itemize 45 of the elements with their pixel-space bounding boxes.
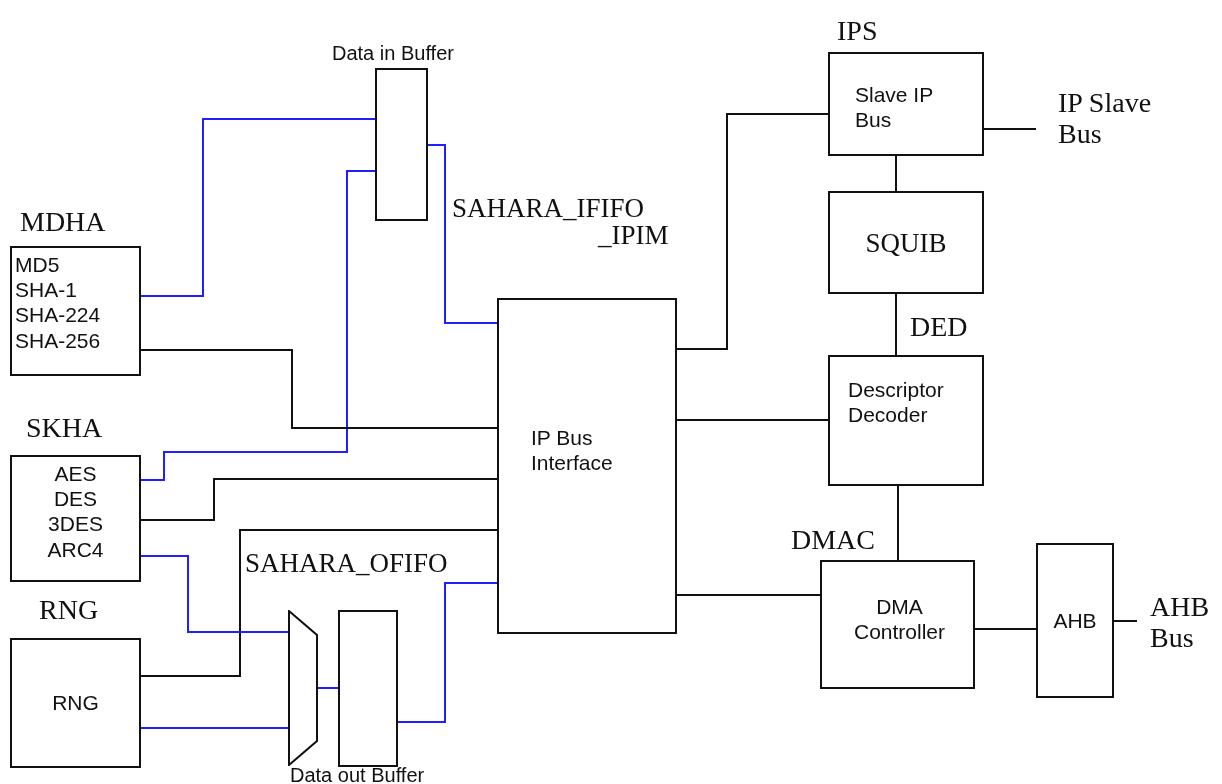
signal-label: SAHARA_OFIFO (245, 550, 448, 577)
block-text: IP Bus Interface (531, 425, 614, 476)
block-text: AES DES 3DES ARC4 (46, 461, 105, 562)
connector-line (140, 170, 376, 481)
connector-line (397, 582, 498, 723)
block-title: Data out Buffer (290, 765, 425, 784)
connector-line (140, 555, 289, 633)
block-heading: DED (910, 313, 968, 341)
block-text: SQUIB (864, 226, 948, 259)
connector-line (140, 349, 498, 429)
block-heading: MDHA (20, 208, 106, 236)
block-box (497, 298, 677, 634)
connector-line (974, 628, 1037, 630)
block-heading: DMAC (791, 526, 875, 554)
multiplexer-trapezoid (288, 610, 318, 766)
block-heading: SKHA (26, 414, 103, 442)
block-box (1036, 543, 1114, 698)
connector-line (140, 118, 376, 297)
bus-label: AHB Bus (1137, 592, 1222, 658)
connector-line (140, 529, 498, 677)
connector-line (676, 594, 821, 596)
connector-line (140, 478, 498, 521)
connector-line (983, 128, 1037, 130)
bus-label: IP Slave Bus (1036, 88, 1186, 154)
block-title: Data in Buffer (332, 43, 454, 63)
connector-line (676, 419, 829, 421)
block-box (828, 191, 984, 294)
connector-line (1113, 620, 1138, 622)
block-heading: RNG (39, 596, 99, 624)
connector-line (676, 113, 829, 350)
connector-line (317, 687, 339, 689)
block-heading: IPS (837, 17, 878, 45)
connector-line (427, 144, 498, 324)
block-text: AHB (1052, 607, 1098, 634)
connector-line (897, 485, 899, 561)
connector-line (895, 155, 897, 192)
block-text: Descriptor Decoder (848, 377, 945, 428)
connector-line (140, 727, 289, 729)
connector-line (895, 293, 897, 356)
block-text: MD5 SHA-1 SHA-224 SHA-256 (15, 252, 102, 353)
block-text: RNG (51, 690, 100, 716)
signal-label: _IPIM (598, 222, 669, 249)
signal-label: SAHARA_IFIFO (452, 195, 645, 222)
block-text: Slave IP Bus (855, 82, 934, 133)
block-text: DMA Controller (852, 594, 946, 645)
